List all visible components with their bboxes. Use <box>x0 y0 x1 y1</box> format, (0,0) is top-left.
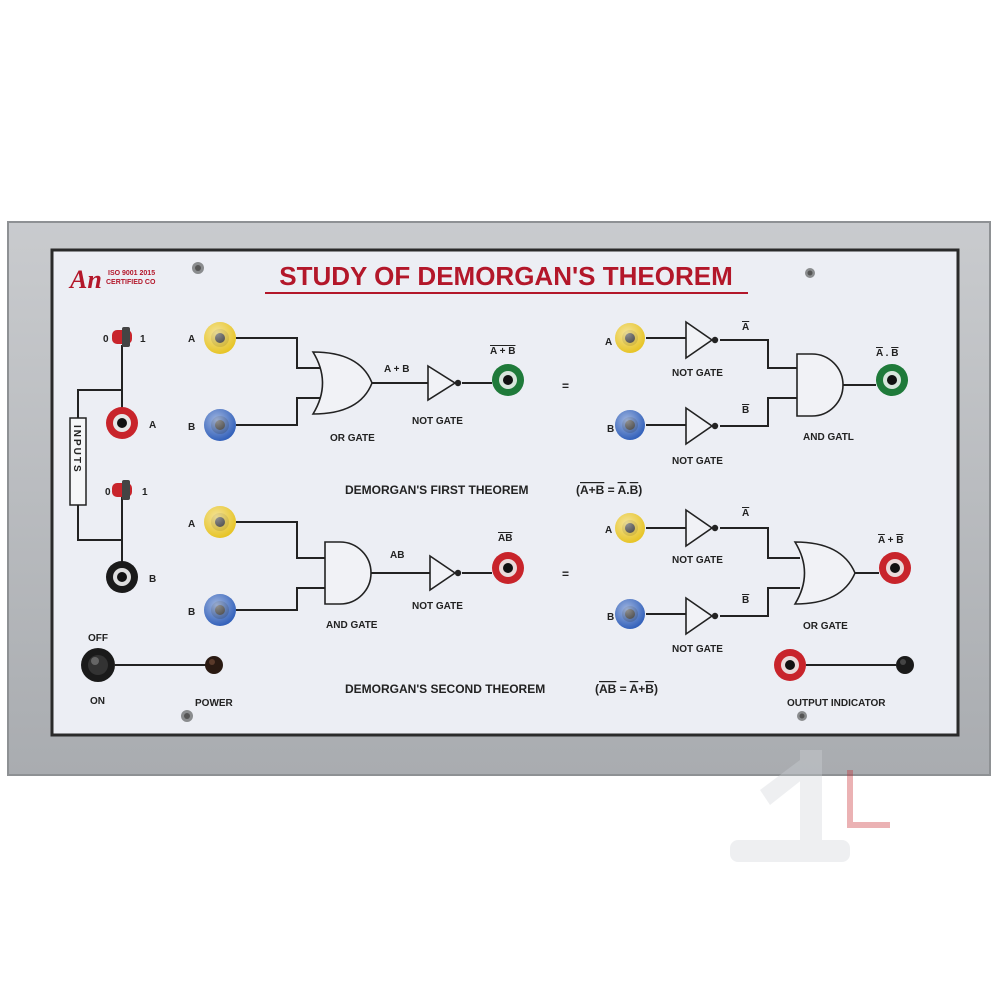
not-gate-symbol <box>685 596 719 636</box>
socket-blue-b[interactable] <box>204 594 236 626</box>
equals-sign: = <box>562 567 569 581</box>
label-not-gate: NOT GATE <box>672 644 723 655</box>
label-not-a: A <box>742 322 749 333</box>
first-right-wires <box>646 337 876 427</box>
socket-blue-b[interactable] <box>615 410 645 440</box>
label-b: B <box>188 422 195 433</box>
socket-input-b[interactable] <box>106 561 138 593</box>
first-theorem-formula: (A+B = A.B) <box>576 483 642 497</box>
second-left-wires <box>236 521 492 611</box>
label-a: A <box>605 337 612 348</box>
power-off-label: OFF <box>88 633 108 644</box>
power-indicator-led <box>205 656 223 674</box>
toggle-a-off-label: 0 <box>103 334 109 345</box>
and-gate-symbol <box>324 541 372 605</box>
socket-yellow-a[interactable] <box>204 506 236 538</box>
label-a: A <box>188 334 195 345</box>
label-output-nor: A + B <box>490 346 515 357</box>
panel-title: STUDY OF DEMORGAN'S THEOREM <box>279 261 733 291</box>
socket-yellow-a[interactable] <box>615 513 645 543</box>
company-logo: An ISO 9001 2015 CERTIFIED CO <box>68 265 156 294</box>
screw-icon <box>805 268 815 278</box>
socket-output-indicator[interactable] <box>774 649 806 681</box>
socket-yellow-a[interactable] <box>204 322 236 354</box>
power-on-label: ON <box>90 696 105 707</box>
screw-icon <box>797 711 807 721</box>
output-indicator-led <box>896 656 914 674</box>
socket-input-a[interactable] <box>106 407 138 439</box>
toggle-switch-b[interactable] <box>112 480 132 500</box>
socket-yellow-a[interactable] <box>615 323 645 353</box>
label-and-gate: AND GATL <box>803 432 854 443</box>
equals-sign: = <box>562 379 569 393</box>
second-right-wires <box>646 527 879 617</box>
label-a: A <box>188 519 195 530</box>
input-b-label: B <box>149 574 156 585</box>
socket-blue-b[interactable] <box>204 409 236 441</box>
first-theorem-caption: DEMORGAN'S FIRST THEOREM <box>345 483 529 497</box>
label-a: A <box>605 525 612 536</box>
toggle-b-off-label: 0 <box>105 487 111 498</box>
label-and-gate: AND GATE <box>326 620 378 631</box>
svg-text:CERTIFIED CO: CERTIFIED CO <box>106 279 156 286</box>
label-ab: AB <box>390 550 404 561</box>
label-a-plus-b: A + B <box>384 364 409 375</box>
not-gate-symbol <box>685 508 719 548</box>
not-gate-symbol <box>685 406 719 446</box>
label-not-b: B <box>742 595 749 606</box>
not-gate-symbol <box>427 364 462 402</box>
screw-icon <box>192 262 204 274</box>
socket-green-output[interactable] <box>492 364 524 396</box>
not-gate-symbol <box>685 320 719 360</box>
label-or-gate: OR GATE <box>330 433 375 444</box>
label-not-gate: NOT GATE <box>412 416 463 427</box>
svg-text:ISO 9001 2015: ISO 9001 2015 <box>108 270 155 277</box>
first-left-wires <box>236 337 492 426</box>
second-theorem-caption: DEMORGAN'S SECOND THEOREM <box>345 682 545 696</box>
output-indicator-label: OUTPUT INDICATOR <box>787 698 886 709</box>
inputs-label: INPUTS <box>71 425 82 474</box>
input-wires <box>77 345 123 565</box>
toggle-a-on-label: 1 <box>140 334 146 345</box>
toggle-b-on-label: 1 <box>142 487 148 498</box>
or-gate-symbol <box>793 541 856 605</box>
microscope-watermark <box>730 750 890 862</box>
socket-red-output[interactable] <box>879 552 911 584</box>
label-output-nand: AB <box>498 533 512 544</box>
socket-blue-b[interactable] <box>615 599 645 629</box>
label-not-gate: NOT GATE <box>412 601 463 612</box>
second-theorem-formula: (AB = A+B) <box>595 682 658 696</box>
label-not-gate: NOT GATE <box>672 555 723 566</box>
inputs-label-box <box>69 417 87 506</box>
svg-text:An: An <box>68 265 102 294</box>
not-gate-symbol <box>429 554 462 592</box>
front-panel <box>50 248 960 737</box>
label-not-gate: NOT GATE <box>672 368 723 379</box>
socket-green-output[interactable] <box>876 364 908 396</box>
label-not-a: A <box>742 508 749 519</box>
and-gate-symbol <box>796 353 844 417</box>
screw-icon <box>181 710 193 722</box>
label-b: B <box>607 424 614 435</box>
label-output-or: A + B <box>878 535 904 546</box>
label-output-and: A . B <box>876 348 898 359</box>
power-label: POWER <box>195 698 234 709</box>
label-not-gate: NOT GATE <box>672 456 723 467</box>
label-b: B <box>188 607 195 618</box>
label-or-gate: OR GATE <box>803 621 848 632</box>
label-not-b: B <box>742 405 749 416</box>
socket-red-output[interactable] <box>492 552 524 584</box>
or-gate-symbol <box>311 351 373 415</box>
input-a-label: A <box>149 420 156 431</box>
toggle-switch-a[interactable] <box>112 327 132 347</box>
power-switch[interactable] <box>81 648 115 682</box>
label-b: B <box>607 612 614 623</box>
